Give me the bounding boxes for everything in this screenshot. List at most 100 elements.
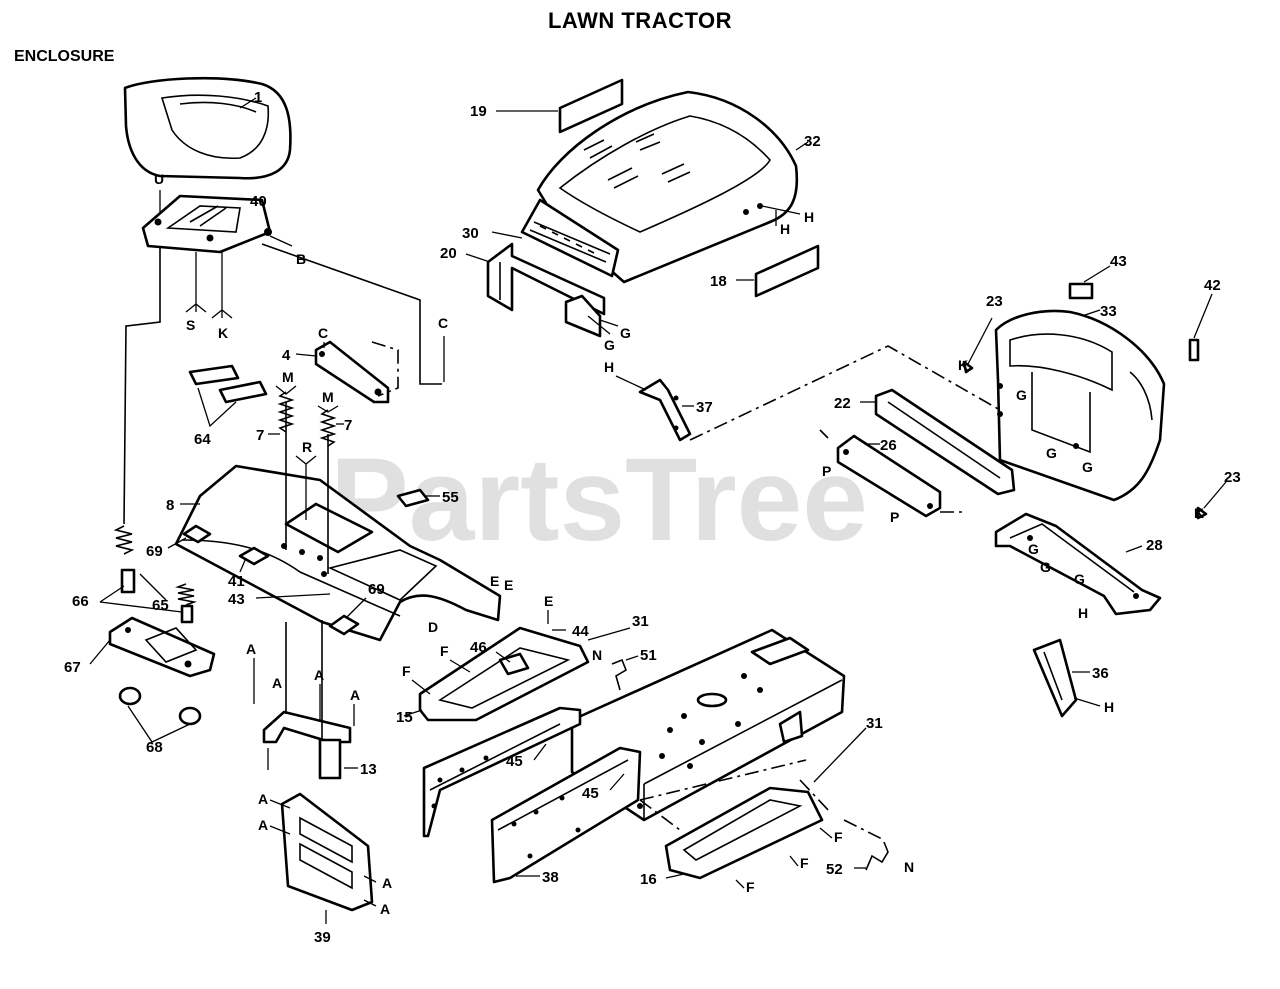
callout-1: 1: [254, 89, 262, 106]
ref-h1: H: [780, 221, 790, 237]
ref-g8: G: [1074, 571, 1085, 587]
ref-g1: G: [604, 337, 615, 353]
ref-f3: F: [834, 829, 843, 845]
part-bracket-4[interactable]: [314, 340, 390, 404]
callout-30: 30: [462, 225, 479, 242]
part-spring-65[interactable]: [175, 583, 197, 624]
callout-55: 55: [442, 489, 459, 506]
callout-33: 33: [1100, 303, 1117, 320]
callout-26: 26: [880, 437, 897, 454]
callout-68: 68: [146, 739, 163, 756]
ref-s: S: [186, 317, 195, 333]
ref-n1: N: [592, 647, 602, 663]
callout-45-left: 45: [506, 753, 523, 770]
ref-h4: H: [1104, 699, 1114, 715]
part-rail-45-left[interactable]: [422, 706, 582, 838]
callout-37: 37: [696, 399, 713, 416]
callout-23-top: 23: [986, 293, 1003, 310]
part-dash-panel-33[interactable]: [994, 309, 1166, 502]
part-grille-30[interactable]: [520, 198, 620, 278]
callout-38: 38: [542, 869, 559, 886]
section-label: ENCLOSURE: [14, 48, 115, 65]
part-bar-26[interactable]: [836, 434, 942, 518]
callout-42: 42: [1204, 277, 1221, 294]
callout-18: 18: [710, 273, 727, 290]
part-spring-7-left[interactable]: [277, 391, 295, 433]
ref-d: D: [428, 619, 438, 635]
part-skirt-39[interactable]: [280, 792, 374, 912]
callout-66: 66: [72, 593, 89, 610]
part-bar-22[interactable]: [874, 388, 1016, 496]
part-seat[interactable]: [123, 76, 292, 180]
callout-40: 40: [250, 193, 267, 210]
ref-a5: A: [258, 791, 268, 807]
part-bracket-13[interactable]: [262, 620, 352, 780]
ref-h3: H: [604, 359, 614, 375]
part-decal-42[interactable]: [1188, 338, 1200, 362]
callout-23-right: 23: [1224, 469, 1241, 486]
part-hood-decal-18[interactable]: [754, 244, 820, 298]
part-rail-38[interactable]: [490, 746, 642, 884]
ref-f2: F: [402, 663, 411, 679]
callout-28: 28: [1146, 537, 1163, 554]
callout-46: 46: [470, 639, 487, 656]
part-seat-bracket[interactable]: [141, 194, 272, 254]
ref-a4: A: [350, 687, 360, 703]
ref-b: B: [296, 251, 306, 267]
ref-g6: G: [1028, 541, 1039, 557]
callout-65: 65: [152, 597, 169, 614]
ref-p1: P: [822, 463, 831, 479]
part-spring-66[interactable]: [113, 525, 136, 594]
part-clip-51[interactable]: [611, 658, 627, 691]
ref-m2: M: [322, 389, 334, 405]
part-footrest-16[interactable]: [664, 786, 824, 880]
ref-h5: H: [1078, 605, 1088, 621]
ref-a6: A: [258, 817, 268, 833]
callout-69-right: 69: [368, 581, 385, 598]
callout-43-body: 43: [228, 591, 245, 608]
part-plate-67[interactable]: [108, 616, 216, 678]
ref-u: U: [154, 171, 164, 187]
callout-4: 4: [282, 347, 291, 364]
page-title: LAWN TRACTOR: [547, 8, 733, 33]
part-clip-52[interactable]: [865, 841, 889, 871]
ref-f4: F: [800, 855, 809, 871]
callout-41: 41: [228, 573, 245, 590]
part-pads-64[interactable]: [188, 364, 268, 404]
callout-7-right: 7: [344, 417, 352, 434]
ref-g3: G: [1016, 387, 1027, 403]
part-bushings-68[interactable]: [118, 686, 202, 726]
ref-h2: H: [804, 209, 814, 225]
ref-p2: P: [890, 509, 899, 525]
ref-a7: A: [382, 875, 392, 891]
part-hood-decal-19[interactable]: [558, 78, 624, 134]
ref-g5: G: [1082, 459, 1093, 475]
callout-32: 32: [804, 133, 821, 150]
callout-44: 44: [572, 623, 589, 640]
part-side-panel-36[interactable]: [1032, 638, 1078, 718]
ref-k2: K: [958, 357, 968, 373]
ref-c2: C: [438, 315, 448, 331]
ref-m1: M: [282, 369, 294, 385]
callout-22: 22: [834, 395, 851, 412]
callout-7-left: 7: [256, 427, 264, 444]
callout-67: 67: [64, 659, 81, 676]
part-hood-panel-20[interactable]: [486, 242, 606, 338]
ref-e2: E: [504, 577, 513, 593]
callout-64: 64: [194, 431, 211, 448]
callout-52: 52: [826, 861, 843, 878]
callout-69-left: 69: [146, 543, 163, 560]
callout-20: 20: [440, 245, 457, 262]
part-decal-55[interactable]: [396, 488, 430, 508]
part-bracket-28[interactable]: [994, 512, 1162, 616]
part-decal-43-top[interactable]: [1068, 282, 1094, 300]
ref-g4: G: [1046, 445, 1057, 461]
part-body-panel-8[interactable]: [174, 464, 502, 642]
part-latch-37[interactable]: [638, 378, 692, 442]
callout-31-top: 31: [632, 613, 649, 630]
ref-k3: K: [1194, 505, 1204, 521]
callout-15: 15: [396, 709, 413, 726]
part-footrest-15[interactable]: [418, 626, 590, 722]
part-hood-32[interactable]: [536, 90, 799, 284]
